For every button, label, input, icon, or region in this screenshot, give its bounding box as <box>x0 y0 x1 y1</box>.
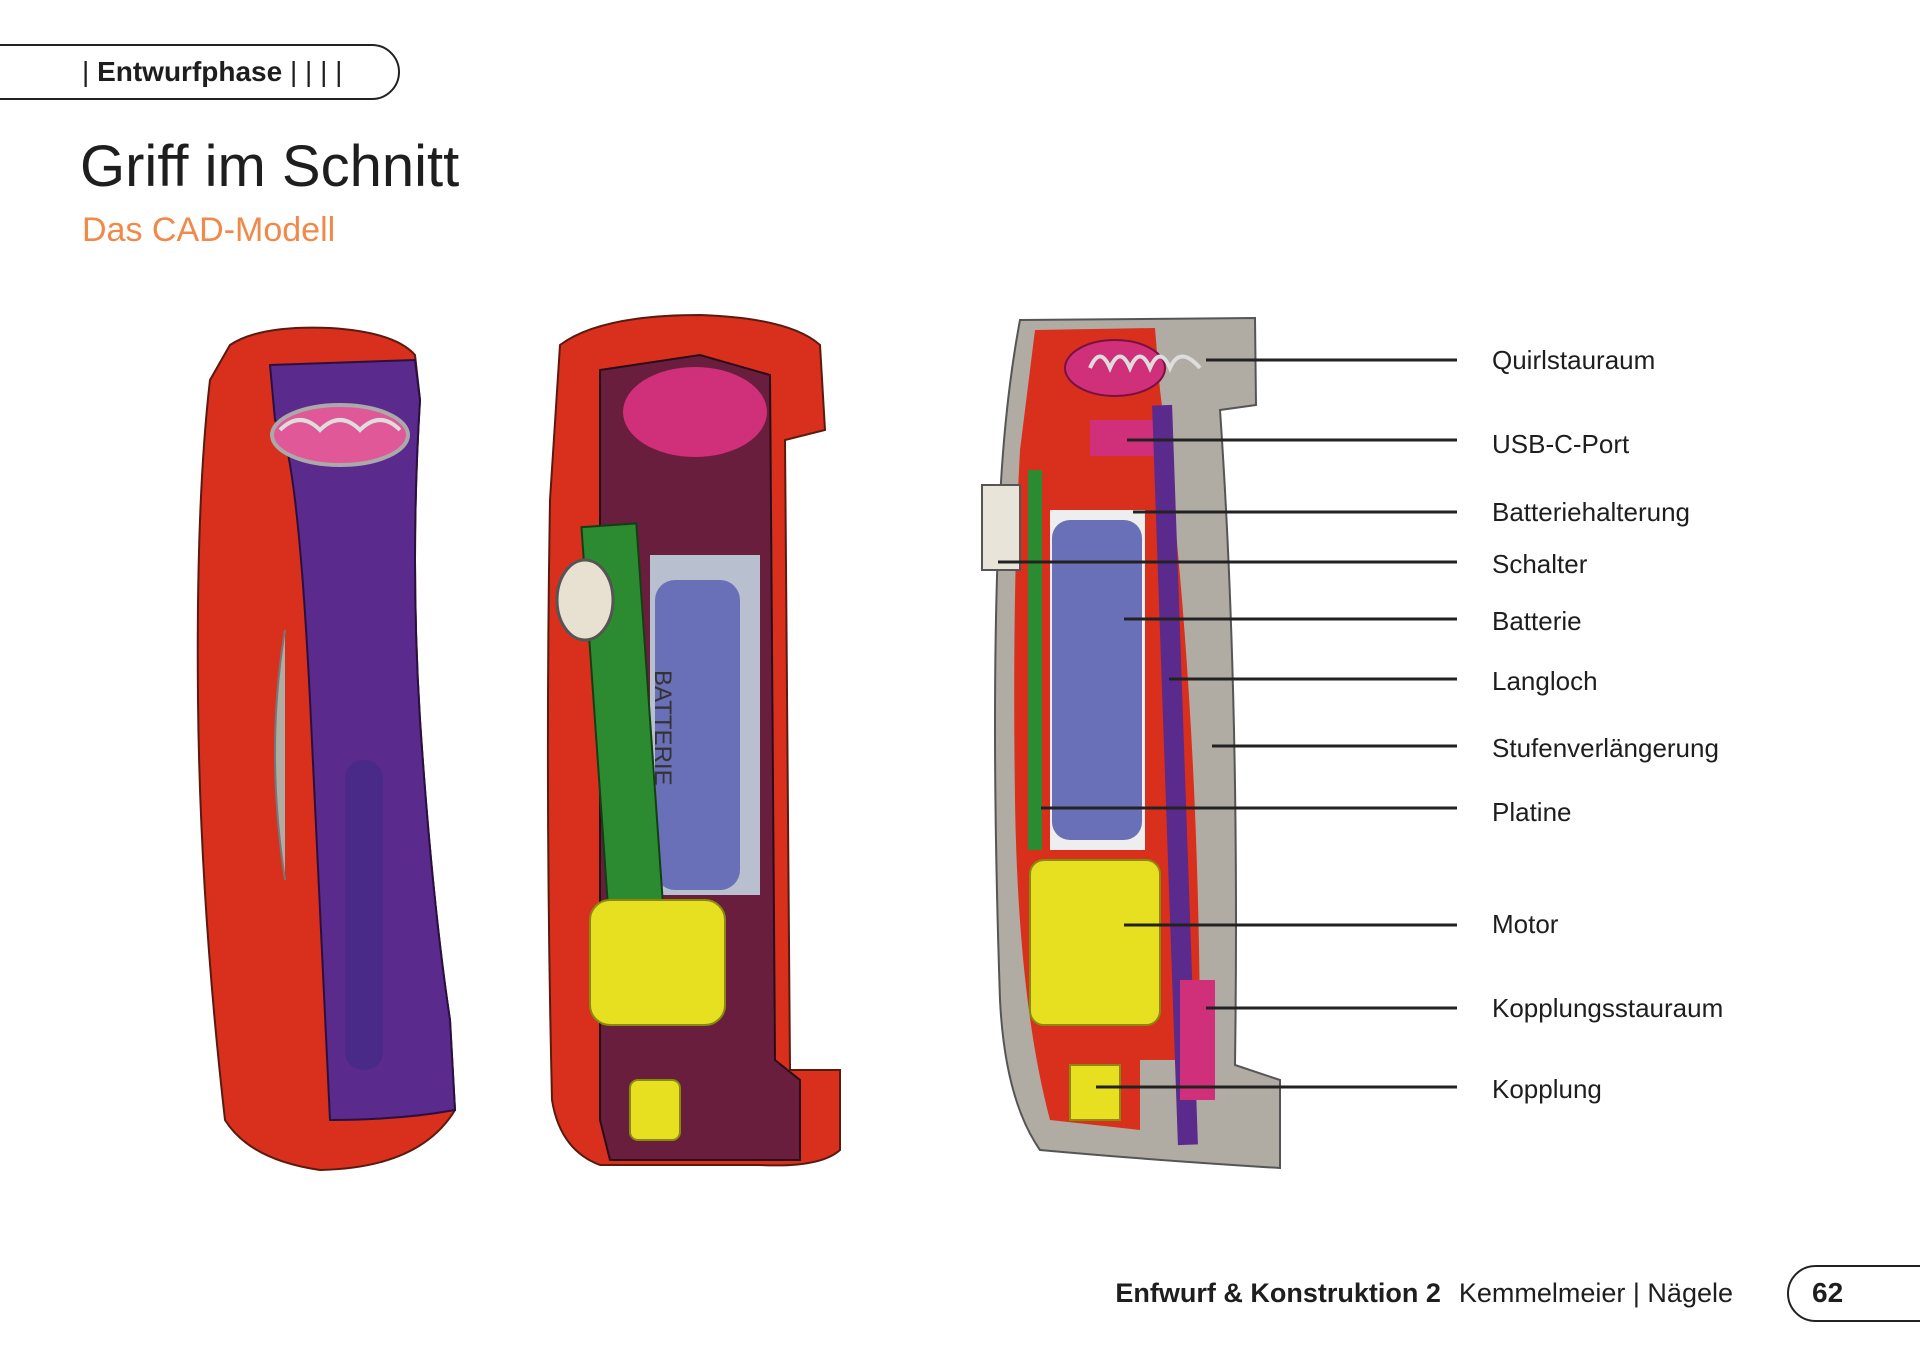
callout-kopplung: Kopplung <box>1492 1074 1602 1104</box>
callout-kopplungsstauraum: Kopplungsstauraum <box>1492 993 1724 1023</box>
footer: Enfwurf & Konstruktion 2 Kemmelmeier | Nä… <box>1115 1276 1733 1310</box>
handle-middle-view: BATTERIE <box>546 313 841 1167</box>
callout-motor: Motor <box>1492 909 1559 939</box>
phase-tab <box>0 44 400 100</box>
callout-batteriehalterung: Batteriehalterung <box>1492 497 1691 527</box>
callout-schalter: Schalter <box>1492 549 1588 579</box>
callout-stufenverlaengerung: Stufenverlängerung <box>1492 733 1719 763</box>
page-number-tab <box>1787 1265 1920 1322</box>
handle-section-view <box>981 316 1281 1170</box>
page-title: Griff im Schnitt <box>80 134 460 199</box>
handle-left-view <box>196 326 457 1172</box>
page-number: 62 <box>1812 1277 1844 1308</box>
callout-platine: Platine <box>1492 797 1572 827</box>
footer-authors: Kemmelmeier | Nägele <box>1458 1278 1733 1308</box>
page-subtitle: Das CAD-Modell <box>82 211 336 249</box>
phase-label: | Entwurfphase | | | | <box>82 56 343 87</box>
callout-lines <box>998 358 1457 1089</box>
callout-langloch: Langloch <box>1492 666 1598 696</box>
callout-quirlstauraum: Quirlstauraum <box>1492 345 1656 375</box>
callout-batterie: Batterie <box>1492 606 1582 636</box>
footer-course: Enfwurf & Konstruktion 2 <box>1115 1278 1441 1308</box>
callout-usb-c-port: USB-C-Port <box>1492 429 1630 459</box>
